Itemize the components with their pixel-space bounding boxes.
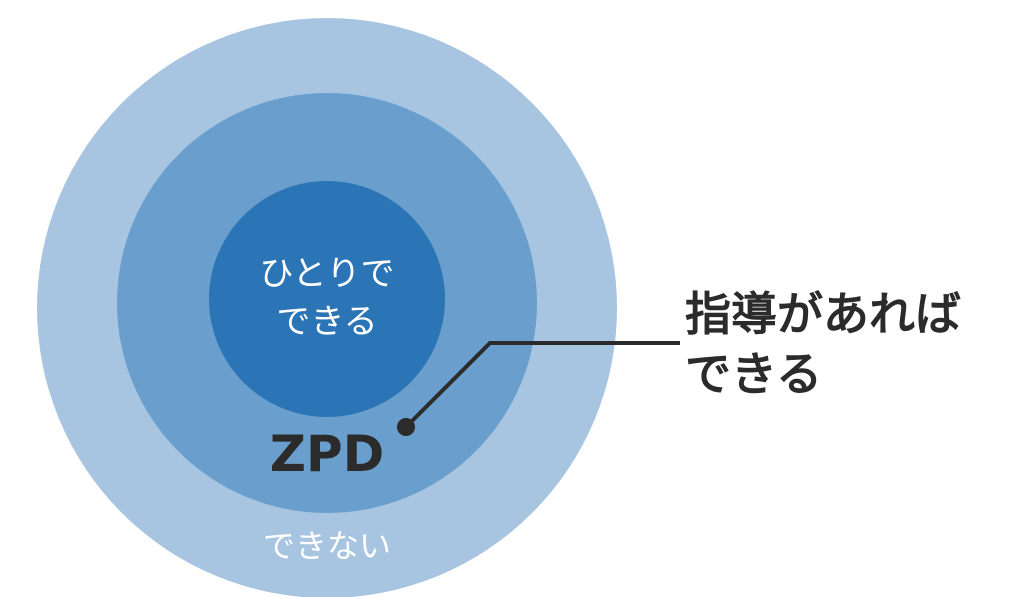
callout-dot bbox=[397, 418, 415, 436]
inner-label-line1: ひとりで bbox=[259, 254, 395, 294]
outer-label: できない bbox=[262, 527, 391, 565]
callout-label: 指導があれば できる bbox=[685, 284, 961, 404]
callout-label-line1: 指導があれば bbox=[685, 287, 961, 341]
inner-label: ひとりで できる bbox=[227, 250, 427, 346]
zpd-label: ZPD bbox=[269, 425, 385, 483]
inner-circle bbox=[209, 181, 445, 417]
callout-label-line2: できる bbox=[685, 347, 823, 401]
inner-label-line2: できる bbox=[276, 302, 378, 342]
callout-line bbox=[404, 341, 680, 429]
